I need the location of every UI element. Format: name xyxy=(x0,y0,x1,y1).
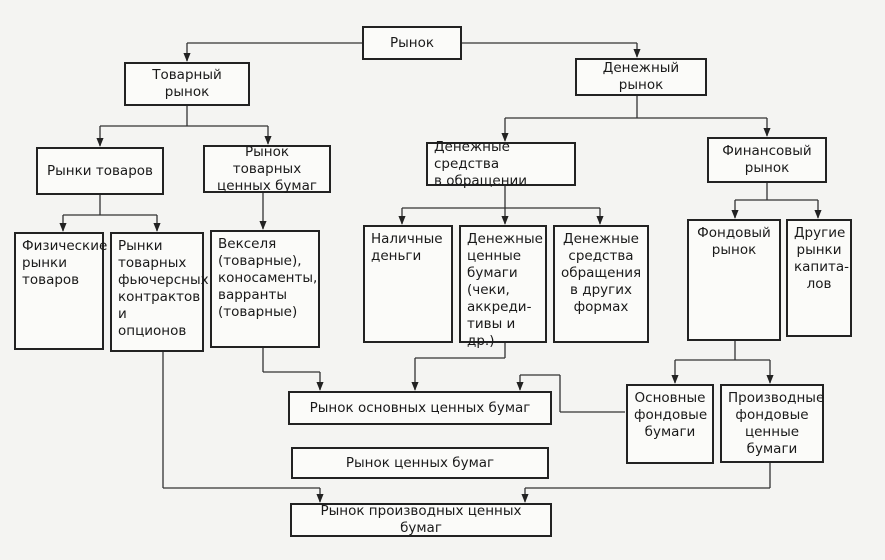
futures-options-markets-node: Рынки товарных фьючерсных контрактов и о… xyxy=(110,232,209,352)
money-securities-label: Денежные ценные бумаги (чеки, аккреди- т… xyxy=(467,231,543,349)
derivatives-market-label: Рынок производных ценных бумаг xyxy=(320,503,522,536)
stock-market-node: Фондовый рынок xyxy=(687,219,781,341)
physical-goods-markets-node: Физические рынки товаров xyxy=(14,232,108,350)
goods-markets-node: Рынки товаров xyxy=(36,147,164,195)
securities-market-label: Рынок ценных бумаг xyxy=(345,454,495,471)
money-securities-node: Денежные ценные бумаги (чеки, аккреди- т… xyxy=(459,225,547,349)
futures-options-markets-label: Рынки товарных фьючерсных контрактов и о… xyxy=(118,238,209,339)
market-label: Рынок xyxy=(389,34,435,51)
cash-node: Наличные деньги xyxy=(363,225,453,343)
market-node: Рынок xyxy=(362,26,462,60)
stock-market-label: Фондовый рынок xyxy=(697,225,771,258)
financial-market-node: Финансовый рынок xyxy=(707,137,827,183)
derivative-stock-securities-node: Производные фондовые ценные бумаги xyxy=(720,384,824,463)
securities-market-node: Рынок ценных бумаг xyxy=(291,447,549,479)
commodity-market-node: Товарный рынок xyxy=(124,62,250,106)
other-capital-markets-label: Другие рынки капита- лов xyxy=(794,225,850,292)
primary-securities-market-label: Рынок основных ценных бумаг xyxy=(309,399,531,416)
commodity-securities-market-label: Рынок товарных ценных бумаг xyxy=(217,143,317,194)
commodity-market-label: Товарный рынок xyxy=(152,67,222,100)
financial-market-label: Финансовый рынок xyxy=(722,143,812,176)
physical-goods-markets-label: Физические рынки товаров xyxy=(22,238,108,288)
other-money-forms-node: Денежные средства обращения в других фор… xyxy=(553,225,649,343)
other-money-forms-label: Денежные средства обращения в других фор… xyxy=(561,231,642,315)
commodity-securities-market-node: Рынок товарных ценных бумаг xyxy=(203,143,331,194)
derivative-stock-securities-label: Производные фондовые ценные бумаги xyxy=(728,390,825,457)
money-market-node: Денежный рынок xyxy=(575,58,707,96)
primary-stock-securities-label: Основные фондовые бумаги xyxy=(634,390,708,440)
money-in-circulation-node: Денежные средства в обращении xyxy=(426,139,576,189)
goods-markets-label: Рынки товаров xyxy=(47,162,153,179)
money-in-circulation-label: Денежные средства в обращении xyxy=(434,138,528,189)
money-market-label: Денежный рынок xyxy=(602,60,680,93)
cash-label: Наличные деньги xyxy=(371,231,443,264)
other-capital-markets-node: Другие рынки капита- лов xyxy=(786,219,852,337)
primary-stock-securities-node: Основные фондовые бумаги xyxy=(626,384,714,464)
bills-label: Векселя (товарные), коносаменты, варрант… xyxy=(218,236,318,320)
derivatives-market-node: Рынок производных ценных бумаг xyxy=(290,503,552,537)
bills-node: Векселя (товарные), коносаменты, варрант… xyxy=(210,230,320,348)
primary-securities-market-node: Рынок основных ценных бумаг xyxy=(288,391,552,425)
